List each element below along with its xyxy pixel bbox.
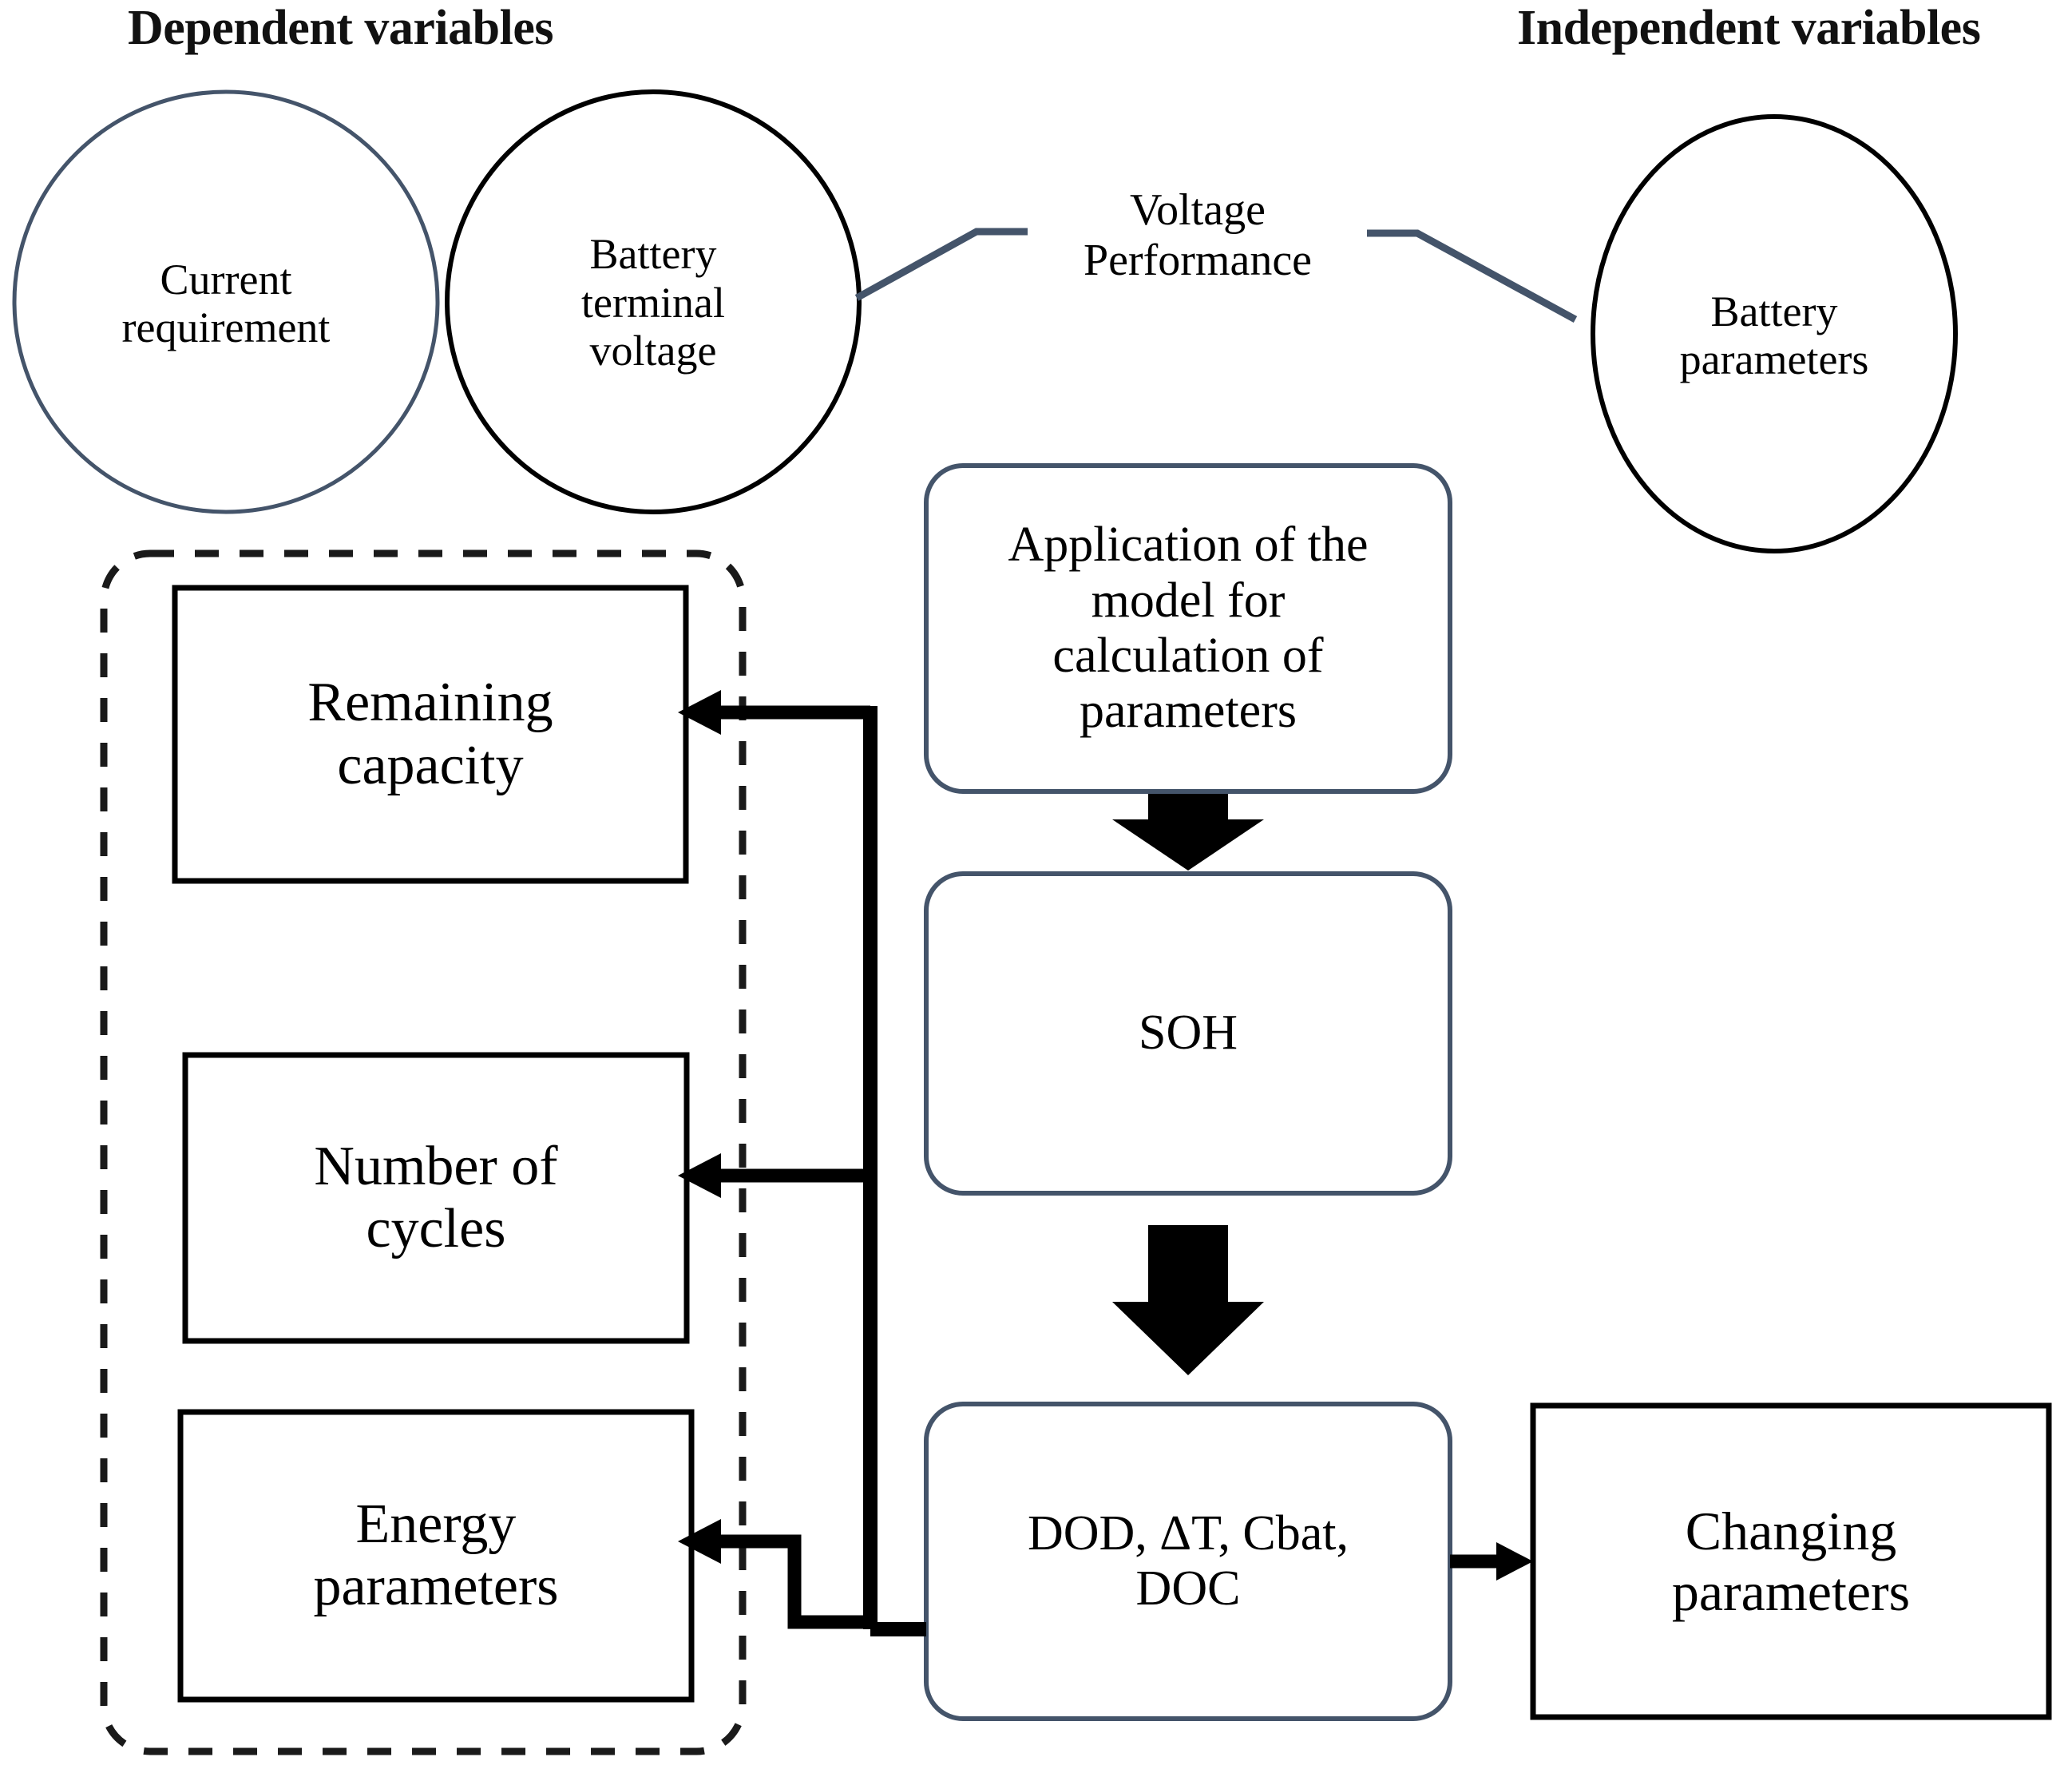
block-arrow-model-to-soh xyxy=(1112,794,1264,871)
box-number-of-cycles[interactable] xyxy=(182,1052,690,1344)
box-soh[interactable] xyxy=(924,871,1452,1196)
circle-battery-terminal-voltage[interactable] xyxy=(445,89,862,514)
connector-voltage-performance-right xyxy=(1367,229,1578,323)
header-dependent-variables: Dependent variables xyxy=(128,1,554,55)
box-remaining-capacity[interactable] xyxy=(172,585,689,884)
arrowhead-number-of-cycles xyxy=(678,1153,721,1198)
box-application-of-model[interactable] xyxy=(924,463,1452,794)
box-energy-parameters[interactable] xyxy=(177,1409,695,1703)
circle-battery-parameters[interactable] xyxy=(1591,114,1958,553)
connector-dod-to-changing-parameters-head xyxy=(1496,1542,1533,1581)
header-independent-variables: Independent variables xyxy=(1517,1,1981,55)
arrowhead-remaining-capacity xyxy=(678,690,721,735)
circle-current-requirement[interactable] xyxy=(12,89,440,514)
feedback-branch-energy-parameters xyxy=(717,1534,870,1629)
arrowhead-energy-parameters xyxy=(678,1519,721,1564)
box-dod-dt-cbat-doc[interactable] xyxy=(924,1402,1452,1721)
block-arrow-soh-to-dod xyxy=(1112,1225,1264,1375)
box-changing-parameters[interactable] xyxy=(1530,1402,2052,1720)
dependent-variables-dashed-group xyxy=(100,549,747,1755)
connector-voltage-performance-left xyxy=(854,228,1028,301)
